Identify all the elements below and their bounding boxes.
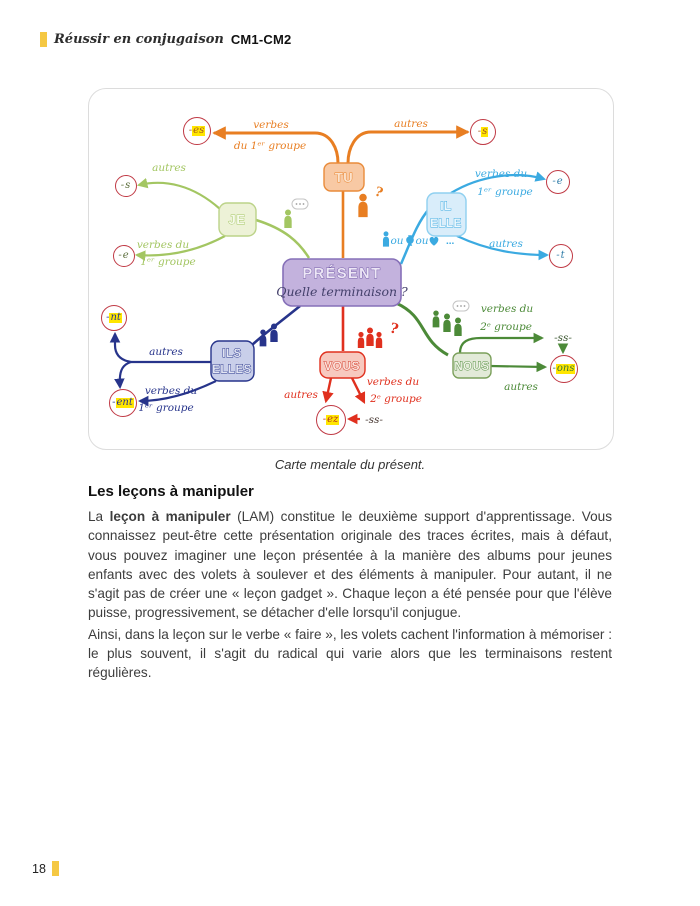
- branch-nous-center: [395, 301, 449, 357]
- ending-il-e: -e: [546, 170, 570, 194]
- label-il-groupe1: 1ᵉʳ groupe: [477, 186, 533, 198]
- label-ils-verbes-du: verbes du: [145, 385, 198, 397]
- mindmap-svg: TU JE IL ELLE ILS ELLES VOUS NOUS PRÉSEN…: [109, 118, 572, 426]
- label-je-autres: autres: [152, 162, 186, 174]
- label-ou: ou: [415, 235, 428, 247]
- ending-je-e: -e: [113, 245, 135, 267]
- heart-icon: [429, 236, 439, 246]
- present-title: PRÉSENT: [303, 265, 382, 282]
- nous-box: [452, 352, 492, 379]
- ils-elles-box: [210, 340, 255, 382]
- paragraph-text: (LAM) constitue le deuxième support d'ap…: [88, 509, 612, 621]
- branch-ils-g1-arrow: [137, 380, 217, 407]
- person-icon: [270, 323, 278, 343]
- body-content: Les leçons à manipuler La leçon à manipu…: [88, 483, 612, 683]
- branch-il-g1-arrow: [450, 171, 547, 194]
- present-box: [282, 258, 402, 307]
- person-icon: [284, 209, 292, 229]
- person-icon: [375, 331, 383, 348]
- branch-nous-g2-arrow: [458, 332, 545, 354]
- mindmap-frame: TU JE IL ELLE ILS ELLES VOUS NOUS PRÉSEN…: [88, 88, 614, 450]
- label-vous-ss: -ss-: [365, 414, 383, 426]
- je-label: JE: [229, 212, 246, 227]
- label-nous-autres: autres: [504, 381, 538, 393]
- person-icon: [443, 313, 451, 333]
- question-mark: ?: [373, 185, 385, 202]
- tu-box: [323, 162, 365, 192]
- branch-il-autres-arrow: [456, 235, 550, 261]
- ending-ils-ent: -ent: [109, 389, 137, 417]
- paragraph-faire: Ainsi, dans la leçon sur le verbe « fair…: [88, 626, 612, 681]
- ending-tu-s: -s: [470, 119, 496, 145]
- branch-nous-autres-arrow: [489, 361, 548, 373]
- branch-je-center: [255, 218, 311, 259]
- il-elle-box: [426, 192, 467, 237]
- label-dots: ...: [446, 236, 455, 247]
- person-icon: [358, 193, 368, 218]
- branch-ils-fork-down-arrow: [114, 360, 132, 390]
- tu-label: TU: [335, 170, 353, 185]
- label-il-verbes-du: verbes du: [475, 168, 528, 180]
- section-heading: Les leçons à manipuler: [88, 483, 254, 500]
- label-nous-verbes-du: verbes du: [481, 303, 534, 315]
- ending-ils-nt: -nt: [101, 305, 127, 331]
- person-icon: [454, 317, 462, 337]
- person-icon: [259, 329, 267, 347]
- branch-il-center: [399, 208, 430, 265]
- label-vous-verbes-du: verbes du: [367, 376, 420, 388]
- label-je-verbes-du: verbes du: [137, 239, 190, 251]
- ils-label: ILS: [222, 348, 241, 360]
- il-label: IL: [440, 201, 451, 213]
- label-tu-autres: autres: [394, 118, 428, 130]
- branch-ils-fork-up-arrow: [109, 331, 132, 364]
- speech-bubble-icon: [452, 300, 470, 312]
- present-subtitle: Quelle terminaison ?: [276, 284, 408, 299]
- person-icon: [382, 231, 390, 247]
- branch-vous-autres-arrow: [322, 377, 334, 404]
- bold-term: leçon à manipuler: [109, 509, 231, 524]
- ending-vous-ez: -ez: [316, 405, 346, 435]
- label-ils-groupe1: 1ᵉʳ groupe: [138, 402, 194, 414]
- person-icon: [357, 331, 365, 348]
- person-icon: [432, 310, 440, 328]
- ending-je-s: -s: [115, 175, 137, 197]
- branch-je-g1-arrow: [134, 235, 226, 261]
- label-ils-autres: autres: [149, 346, 183, 358]
- label-nous-ss: -ss-: [554, 332, 572, 344]
- page-number: 18: [32, 861, 46, 876]
- question-mark: ?: [388, 320, 400, 338]
- branch-tu-left-arrow: [212, 126, 340, 165]
- ending-il-t: -t: [549, 244, 573, 268]
- accent-bar: [51, 861, 59, 876]
- branch-tu-right-arrow: [346, 125, 470, 165]
- vous-box: [319, 351, 366, 379]
- nous-label: NOUS: [454, 361, 489, 373]
- book-title-level: CM1-CM2: [230, 32, 292, 47]
- elles-label: ELLES: [212, 364, 252, 376]
- label-je-groupe1: 1ᵉʳ groupe: [140, 256, 196, 268]
- book-title-script: Réussir en conjugaison: [54, 32, 224, 47]
- person-icon: [366, 327, 374, 347]
- je-box: [218, 202, 257, 237]
- label-il-autres: autres: [489, 238, 523, 250]
- paragraph-text: La: [88, 509, 110, 524]
- label-tu-verbes: verbes: [253, 119, 289, 131]
- label-vous-autres: autres: [284, 389, 318, 401]
- speech-bubble-icon: [291, 198, 309, 210]
- ending-tu-es: -es: [183, 117, 211, 145]
- elle-label: ELLE: [430, 218, 461, 230]
- vous-label: VOUS: [324, 359, 360, 373]
- label-vous-groupe2: 2ᵉ groupe: [369, 393, 422, 405]
- ending-nous-ons: -ons: [550, 355, 578, 383]
- page-footer: 18: [32, 861, 59, 876]
- label-tu-du-groupe1: du 1ᵉʳ groupe: [234, 140, 306, 152]
- page-header: Réussir en conjugaison CM1-CM2: [40, 32, 291, 47]
- label-ou: ou: [390, 235, 403, 247]
- label-nous-groupe2: 2ᵉ groupe: [479, 321, 532, 333]
- branch-vous-g2-arrow: [350, 377, 366, 405]
- paragraph-lam: La leçon à manipuler (LAM) constitue le …: [88, 507, 612, 623]
- branch-je-autres-arrow: [136, 177, 221, 210]
- accent-bar: [40, 32, 47, 47]
- figure-caption: Carte mentale du présent.: [274, 457, 426, 472]
